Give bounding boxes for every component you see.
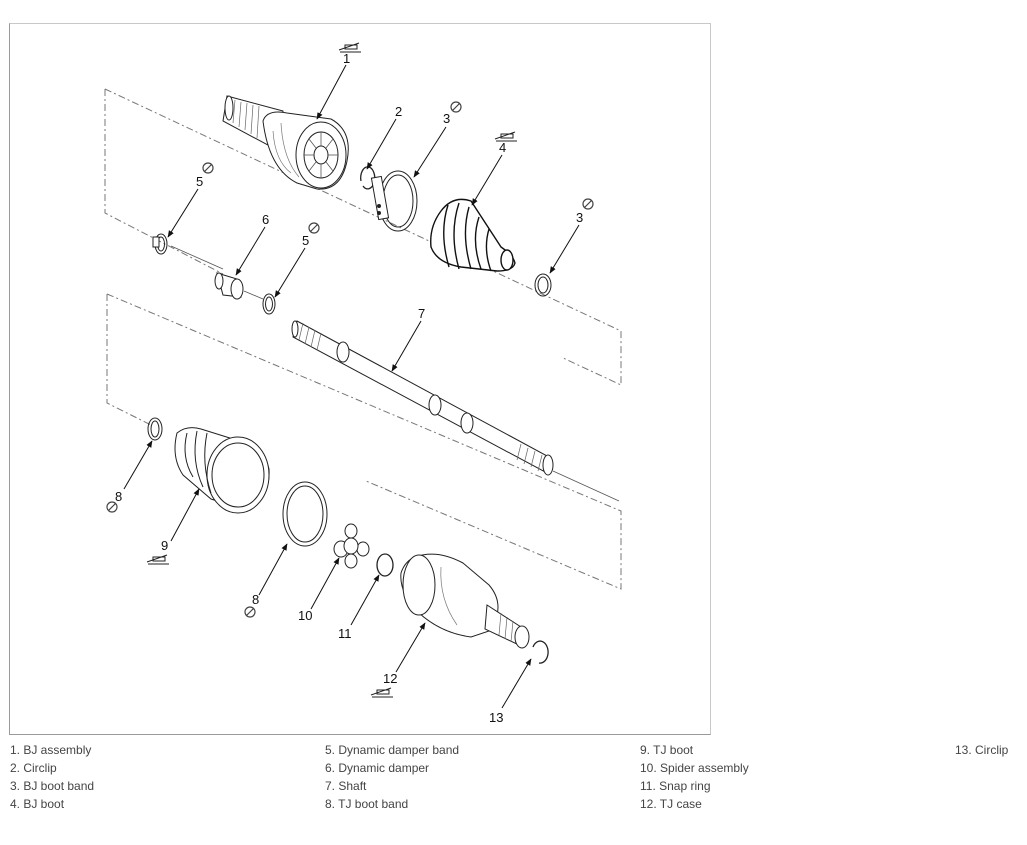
parts-legend: 1. BJ assembly 2. Circlip 3. BJ boot ban… (0, 741, 1027, 821)
exploded-diagram-frame: 1 2 3 4 5 6 5 7 3 8 9 8 10 11 12 13 (9, 23, 711, 735)
callout-label: 8 (115, 489, 122, 504)
bj-assembly-part (222, 95, 349, 190)
callout-label: 3 (576, 210, 583, 225)
legend-item: 8. TJ boot band (325, 797, 409, 811)
grease-symbols (146, 42, 517, 698)
legend-item: 5. Dynamic damper band (325, 743, 460, 757)
non-reusable-icon (582, 198, 594, 210)
grease-icon (494, 131, 517, 142)
spider-assembly-part (333, 523, 370, 569)
damper-band-middle-part (262, 293, 276, 315)
non-reusable-icon (106, 501, 118, 513)
callout-labels: 1 2 3 4 5 6 5 7 3 8 9 8 10 11 12 13 (115, 51, 583, 725)
legend-item: 13. Circlip (955, 743, 1009, 757)
leader-arrows (123, 64, 580, 709)
legend-item: 11. Snap ring (640, 779, 711, 793)
callout-label: 6 (262, 212, 269, 227)
callout-label: 2 (395, 104, 402, 119)
legend-item: 9. TJ boot (640, 743, 694, 757)
grease-icon (146, 554, 169, 565)
tj-boot-band-left-part (147, 417, 163, 441)
non-reusable-icon (450, 101, 462, 113)
callout-label: 4 (499, 140, 506, 155)
non-reusable-symbols (106, 101, 594, 618)
non-reusable-icon (244, 606, 256, 618)
callout-label: 13 (489, 710, 503, 725)
axis-lines (170, 245, 620, 502)
callout-label: 5 (302, 233, 309, 248)
damper-band-left-part (152, 233, 168, 255)
callout-label: 10 (298, 608, 312, 623)
callout-label: 8 (252, 592, 259, 607)
non-reusable-icon (308, 222, 320, 234)
non-reusable-icon (202, 162, 214, 174)
upper-group-outline (104, 88, 622, 386)
grease-icon (370, 687, 393, 698)
callout-label: 1 (343, 51, 350, 66)
callout-label: 7 (418, 306, 425, 321)
tj-boot-part (174, 427, 270, 514)
legend-item: 2. Circlip (10, 761, 57, 775)
exploded-drive-shaft-diagram: 1 2 3 4 5 6 5 7 3 8 9 8 10 11 12 13 (104, 42, 622, 725)
tj-case-part (400, 553, 530, 649)
bj-boot-band-large-part (370, 170, 418, 232)
callout-label: 9 (161, 538, 168, 553)
callout-label: 11 (338, 626, 352, 641)
callout-label: 5 (196, 174, 203, 189)
legend-item: 6. Dynamic damper (325, 761, 430, 775)
bj-boot-part (430, 198, 516, 272)
bj-circlip-part (360, 166, 376, 190)
dynamic-damper-part (214, 272, 244, 300)
shaft-part (291, 320, 554, 476)
legend-item: 1. BJ assembly (10, 743, 92, 757)
legend-item: 12. TJ case (640, 797, 702, 811)
bj-boot-band-small-part (534, 273, 552, 297)
tj-boot-band-large-part (282, 481, 328, 547)
grease-icon (338, 42, 361, 53)
legend-item: 10. Spider assembly (640, 761, 749, 775)
lower-group-outline (106, 293, 622, 590)
legend-item: 4. BJ boot (10, 797, 65, 811)
callout-label: 12 (383, 671, 397, 686)
legend-item: 7. Shaft (325, 779, 367, 793)
snap-ring-part (376, 553, 394, 577)
tj-circlip-part (532, 640, 549, 664)
callout-label: 3 (443, 111, 450, 126)
legend-item: 3. BJ boot band (10, 779, 95, 793)
